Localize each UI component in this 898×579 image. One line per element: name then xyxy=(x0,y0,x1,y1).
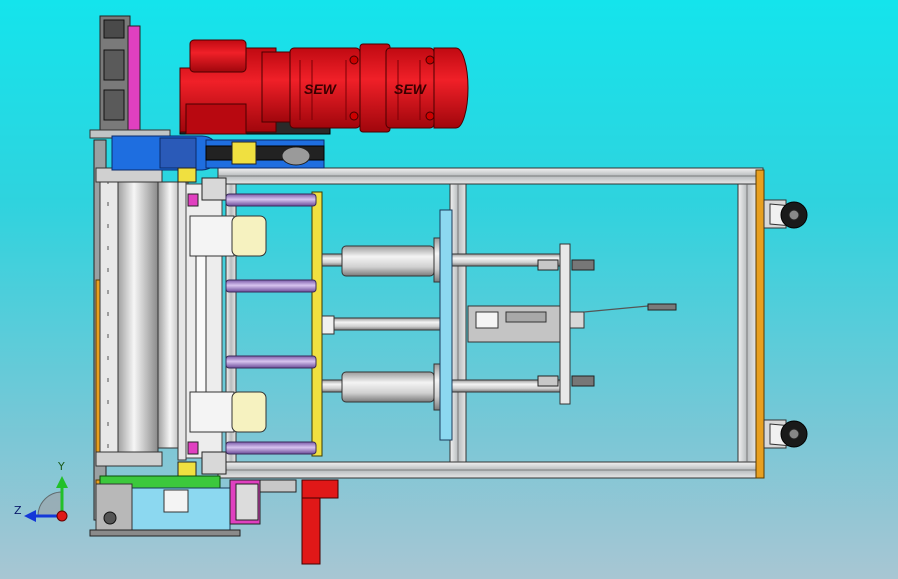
center-rod xyxy=(321,315,443,335)
motor-brand-right: SEW xyxy=(394,81,428,97)
caster-bottom xyxy=(763,419,808,449)
purple-rods xyxy=(225,193,317,455)
frame-right-end-orange xyxy=(755,169,765,479)
caster-top xyxy=(763,199,808,229)
motor-brand-left: SEW xyxy=(304,81,338,97)
bearing-blocks xyxy=(189,215,267,433)
triad-origin xyxy=(56,510,68,522)
yellow-plate xyxy=(311,191,323,457)
belt-guard xyxy=(89,129,325,171)
frame-left-post xyxy=(225,183,237,463)
triad-z-label: Z xyxy=(14,504,22,517)
triad-y-label: Y xyxy=(57,460,65,473)
bottom-assembly xyxy=(89,475,339,565)
orientation-triad: Y Z xyxy=(14,460,68,522)
main-frame xyxy=(217,167,765,479)
red-bracket xyxy=(301,479,339,499)
sew-gear-motor: SEW SEW xyxy=(179,39,469,135)
magenta-plate xyxy=(127,25,141,137)
light-blue-plate xyxy=(439,209,453,441)
valve-assembly xyxy=(467,243,677,405)
main-roller xyxy=(95,167,189,467)
cylinder-top xyxy=(321,237,595,283)
cylinder-bottom xyxy=(321,363,595,411)
